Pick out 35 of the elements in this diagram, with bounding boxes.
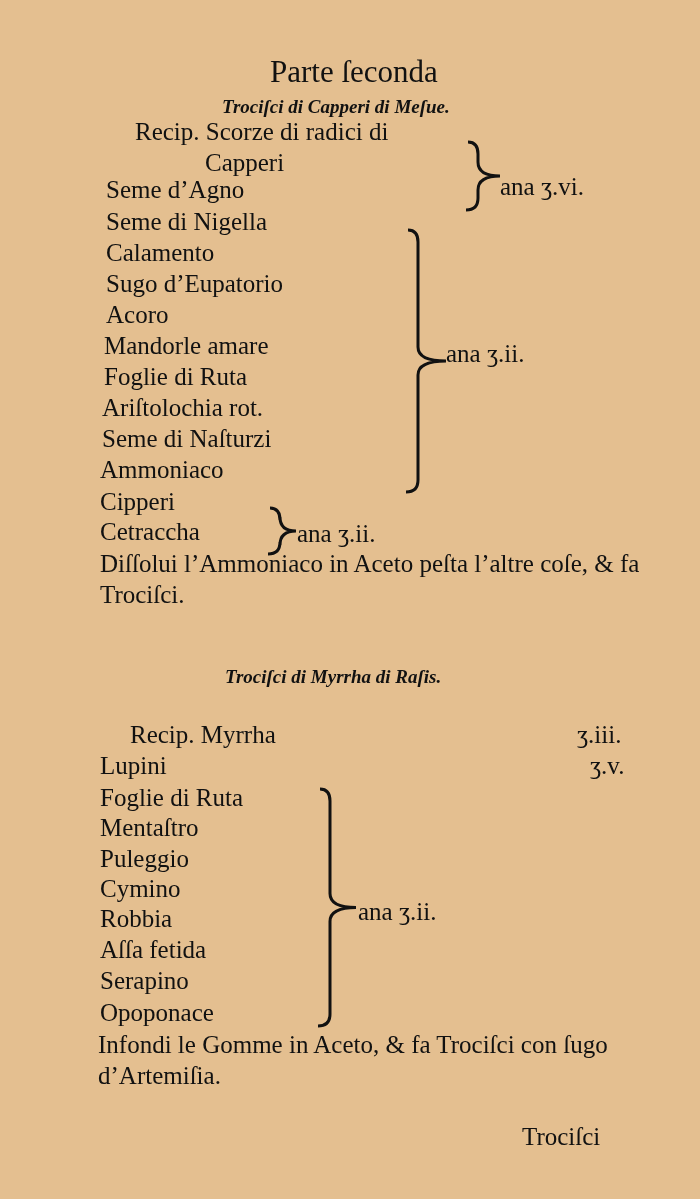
ingredient-text: Ammoniaco — [100, 455, 224, 485]
instruction-text: Diſſolui l’Ammoniaco in Aceto peſta l’altre coſe, & fa Trociſci. — [100, 549, 641, 610]
quantity-text: ʒ.v. — [590, 751, 625, 781]
ingredient-text: Calamento — [106, 238, 215, 268]
ingredient-text: Mandorle amare — [104, 331, 269, 361]
page-title: Parte ſeconda — [270, 56, 438, 87]
ingredient-text: Foglie di Ruta — [100, 783, 244, 813]
quantity-text: ana ʒ.vi. — [500, 172, 584, 202]
ingredient-text: Robbia — [100, 904, 173, 934]
ingredient-text: Foglie di Ruta — [104, 362, 248, 392]
ingredient-text: Mentaſtro — [100, 813, 199, 843]
ingredient-text: Seme di Nigella — [106, 207, 268, 237]
recipe-heading: Trociſci di Myrrha di Raſis. — [225, 665, 442, 689]
ingredient-text: Ariſtolochia rot. — [102, 393, 264, 423]
recipe-heading: Trociſci di Capperi di Meſue. — [222, 95, 450, 119]
ingredient-text: Cipperi — [100, 487, 175, 517]
quantity-text: ana ʒ.ii. — [297, 519, 376, 549]
ingredient-text: Serapino — [100, 966, 189, 996]
catchword-text: Trociſci — [522, 1122, 601, 1152]
ingredient-text: Acoro — [106, 300, 169, 330]
ingredient-text: Sugo d’Eupatorio — [106, 269, 284, 299]
ingredient-text: Recip. Myrrha — [130, 720, 276, 750]
ingredient-text: Cymino — [100, 874, 181, 904]
ingredient-text: Aſſa fetida — [100, 935, 207, 965]
ingredient-text: Seme d’Agno — [106, 176, 245, 205]
quantity-text: ʒ.iii. — [577, 720, 622, 750]
ingredient-text: Puleggio — [100, 844, 189, 874]
ingredient-text: Opoponace — [100, 998, 214, 1028]
quantity-text: ana ʒ.ii. — [446, 339, 525, 369]
ingredient-text: Recip. Scorze di radici di Capperi — [135, 117, 390, 178]
quantity-text: ana ʒ.ii. — [358, 897, 437, 927]
ingredient-text: Lupini — [100, 751, 167, 781]
instruction-text: Infondi le Gomme in Aceto, & fa Trociſci con ſugo d’Artemiſia. — [98, 1030, 609, 1091]
ingredient-text: Seme di Naſturzi — [102, 424, 272, 454]
ingredient-text: Cetraccha — [100, 517, 200, 547]
